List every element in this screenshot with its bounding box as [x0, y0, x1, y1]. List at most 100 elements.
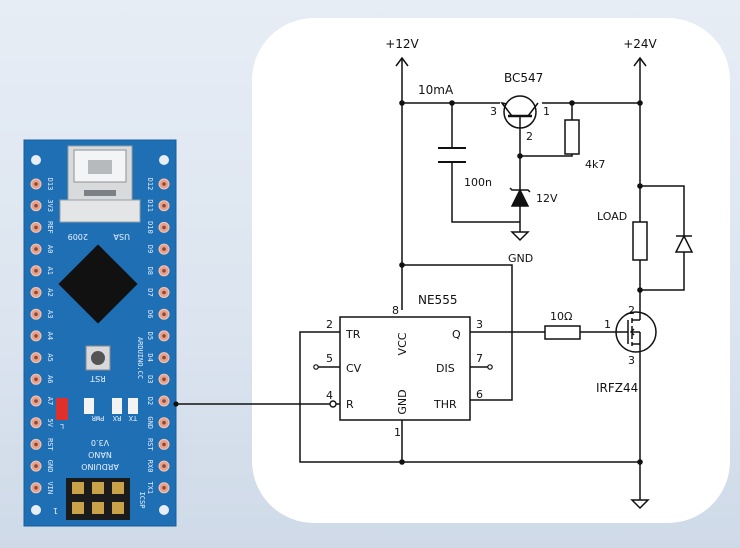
dis-open-pin [487, 364, 493, 370]
pin-hole [34, 269, 38, 273]
rail-arrows [395, 56, 647, 67]
pin-label: RST [46, 438, 54, 451]
cv-open-pin [313, 364, 319, 370]
pin-gnd-label: GND [396, 389, 409, 414]
pin-label: D10 [146, 221, 154, 234]
mount-hole [31, 505, 41, 515]
capacitor-icon [438, 147, 466, 163]
wire-tr-ground [299, 331, 640, 463]
board-brand: ARDUINO [81, 462, 119, 471]
gate-resistor-icon [544, 325, 581, 340]
pin-label: A6 [46, 375, 54, 383]
transistor-name: BC547 [504, 71, 543, 85]
arrow-24v-icon [633, 56, 647, 67]
pin-label: D4 [146, 353, 154, 361]
pin-hole [162, 464, 166, 468]
pin-num-q: 3 [476, 318, 483, 331]
pin-hole [162, 269, 166, 273]
ground-zener-icon [510, 231, 530, 242]
pin-label: D13 [46, 178, 54, 191]
pin-hole [162, 486, 166, 490]
pin-hole [34, 334, 38, 338]
led-tx-label: TX [128, 414, 137, 422]
mosfet-name: IRFZ44 [596, 381, 638, 395]
board-model: NANO [88, 450, 112, 459]
usb-connector-icon [59, 145, 141, 223]
pin-hole [34, 442, 38, 447]
capacitor-value: 100n [464, 176, 492, 189]
ne555-chip [339, 316, 471, 421]
mount-hole [31, 155, 41, 165]
pin-label: D7 [146, 288, 154, 296]
pin-num-cv: 5 [326, 352, 333, 365]
board-year: 2009 [68, 232, 88, 241]
reset-button[interactable] [85, 345, 111, 371]
pin-label: A3 [46, 310, 54, 318]
ground-main-icon [630, 499, 650, 510]
pin-label: D2 [146, 397, 154, 405]
pin-tr-label: TR [345, 328, 361, 341]
wire-flyback-bottom [640, 252, 685, 291]
resistor-4k7-icon [564, 119, 580, 155]
pin-label: D3 [146, 375, 154, 383]
pin-label: D8 [146, 267, 154, 275]
icsp-label: ICSP [138, 492, 146, 509]
mosfet-pin-s: 3 [628, 354, 635, 367]
pin-cv-label: CV [346, 362, 362, 375]
mosfet-pin-d: 2 [628, 304, 635, 317]
pin-label: A0 [46, 245, 54, 253]
pin-label: A4 [46, 332, 54, 340]
arrow-12v-icon [395, 56, 409, 67]
led-pwr-icon [84, 398, 94, 414]
led-pwr-label: PWR [91, 414, 104, 422]
pin-hole [162, 203, 166, 208]
pin-label: VIN [46, 481, 54, 494]
transistor-pin-e: 2 [526, 130, 533, 143]
pin-hole [34, 203, 38, 208]
pin-dis-label: DIS [436, 362, 455, 375]
transistor-bc547-icon [500, 95, 539, 129]
transistor-pin-b: 1 [543, 105, 550, 118]
pin-hole [162, 377, 166, 382]
pin-hole [162, 399, 166, 403]
pin-hole [34, 355, 38, 360]
flyback-diode-icon [674, 226, 694, 253]
pin-num-dis: 7 [476, 352, 483, 365]
mosfet-pin-g: 1 [604, 318, 611, 331]
mount-hole [159, 155, 169, 165]
arduino-nano-board: 2009 USA RST ARDUINO.CC PWR RX TX L V3.0… [23, 139, 177, 527]
arduino-cc-label: ARDUINO.CC [136, 337, 144, 379]
pin-hole [34, 486, 38, 490]
pin-hole [162, 182, 166, 186]
pin-label: TX1 [146, 481, 154, 494]
mcu-chip-icon [58, 244, 138, 324]
rail-12v-label: +12V [385, 37, 419, 51]
mosfet-irfz44-icon [615, 305, 657, 355]
pin-hole [162, 442, 166, 447]
pin-label: A5 [46, 353, 54, 361]
pin-num-r: 4 [326, 389, 333, 402]
pin-hole [34, 312, 38, 317]
pin-label: GND [46, 460, 54, 473]
wires [178, 58, 685, 500]
ground-symbols [510, 231, 650, 510]
pin-q-label: Q [452, 328, 461, 341]
pin-label: D5 [146, 332, 154, 340]
reset-pin-node [329, 400, 337, 408]
pin-num-tr: 2 [326, 318, 333, 331]
led-tx-icon [128, 398, 138, 414]
pin-r-label: R [346, 398, 354, 411]
pin-num-thr: 6 [476, 388, 483, 401]
led-l-label: L [60, 422, 64, 430]
wire-cap-bottom [451, 162, 520, 223]
pin-label: RST [146, 438, 154, 451]
pin-hole [162, 355, 166, 360]
junctions [173, 100, 643, 465]
pin-hole [162, 290, 166, 295]
load-label: LOAD [597, 210, 627, 223]
icsp-pin1-label: 1 [53, 506, 58, 515]
resistor-4k7-value: 4k7 [585, 158, 605, 171]
led-l-icon [56, 398, 68, 420]
